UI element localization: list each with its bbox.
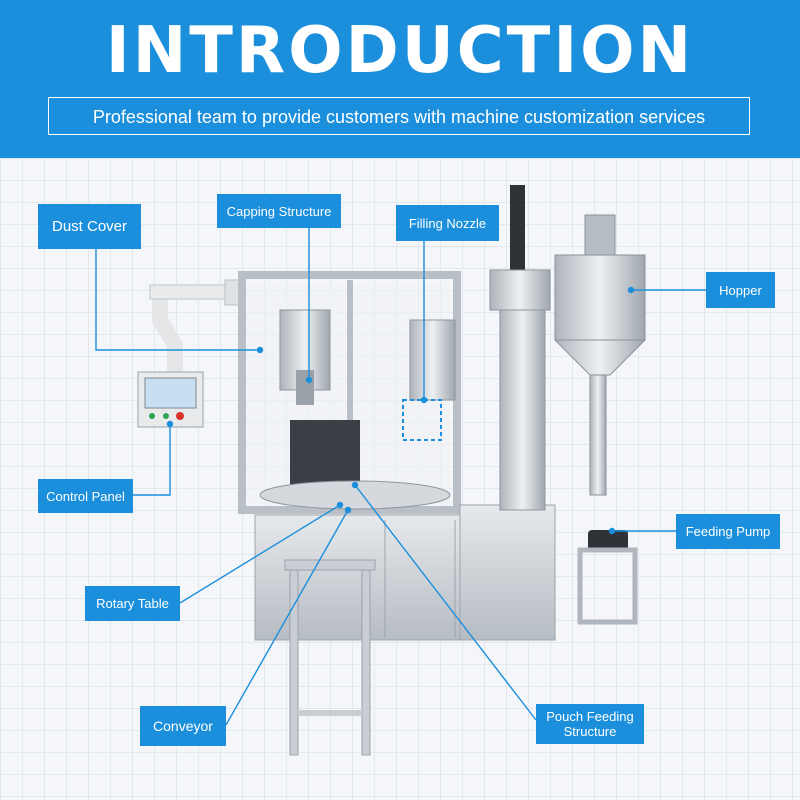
label-capping-structure: Capping Structure [217, 194, 341, 228]
capping-structure-part [279, 309, 331, 405]
feeding-pump-part [577, 530, 638, 625]
label-pouch-feeding-line2: Structure [563, 724, 617, 739]
control-panel-part [137, 371, 204, 428]
label-rotary-table: Rotary Table [85, 586, 180, 621]
label-dust-cover: Dust Cover [38, 204, 141, 249]
tower-assembly [489, 185, 551, 511]
rotary-table-part [259, 420, 451, 510]
hopper-part [553, 214, 647, 496]
conveyor-part [284, 559, 376, 756]
page-subtitle: Professional team to provide customers w… [48, 97, 750, 135]
filling-nozzle-part [402, 319, 456, 441]
label-filling-nozzle: Filling Nozzle [396, 205, 499, 241]
header-banner: INTRODUCTION Professional team to provid… [0, 0, 800, 158]
label-feeding-pump: Feeding Pump [676, 514, 780, 549]
label-hopper: Hopper [706, 272, 775, 308]
label-control-panel: Control Panel [38, 479, 133, 513]
label-pouch-feeding-structure: Pouch Feeding Structure [536, 704, 644, 744]
page-title: INTRODUCTION [105, 14, 695, 88]
dust-cover-pipe [149, 279, 246, 375]
leader-lines [95, 228, 706, 726]
label-pouch-feeding-line1: Pouch Feeding [546, 709, 634, 724]
label-conveyor: Conveyor [140, 706, 226, 746]
